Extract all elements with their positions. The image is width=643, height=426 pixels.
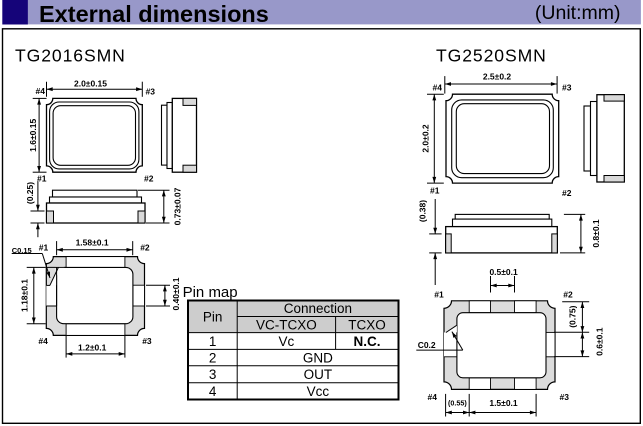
- svg-text:0.8±0.1: 0.8±0.1: [591, 219, 601, 248]
- svg-text:Connection: Connection: [284, 301, 352, 316]
- svg-text:#2: #2: [562, 188, 572, 198]
- svg-text:Vcc: Vcc: [307, 384, 330, 399]
- svg-text:(0.75): (0.75): [567, 305, 577, 327]
- svg-text:External dimensions: External dimensions: [39, 1, 269, 27]
- svg-text:#3: #3: [146, 87, 156, 97]
- svg-text:TG2520SMN: TG2520SMN: [436, 46, 547, 66]
- svg-text:0.73±0.07: 0.73±0.07: [172, 187, 182, 225]
- svg-text:Vc: Vc: [279, 334, 295, 349]
- svg-text:1.6±0.15: 1.6±0.15: [28, 119, 38, 152]
- svg-text:#4: #4: [428, 392, 438, 402]
- svg-text:#4: #4: [433, 83, 443, 93]
- svg-text:#2: #2: [563, 290, 573, 300]
- svg-text:#2: #2: [144, 174, 154, 184]
- svg-text:2.0±0.2: 2.0±0.2: [421, 124, 431, 153]
- svg-text:4: 4: [209, 384, 217, 399]
- svg-text:2: 2: [209, 350, 217, 365]
- svg-text:#2: #2: [140, 243, 150, 253]
- svg-text:0.5±0.1: 0.5±0.1: [489, 267, 518, 277]
- svg-text:C0.15: C0.15: [12, 246, 32, 255]
- svg-text:#1: #1: [430, 186, 440, 196]
- svg-text:#3: #3: [142, 336, 152, 346]
- svg-text:VC-TCXO: VC-TCXO: [256, 317, 317, 332]
- svg-text:TCXO: TCXO: [348, 317, 386, 332]
- svg-text:1.58±0.1: 1.58±0.1: [76, 238, 109, 248]
- svg-text:2.0±0.15: 2.0±0.15: [74, 79, 107, 89]
- svg-text:1.18±0.1: 1.18±0.1: [20, 279, 30, 312]
- svg-text:#4: #4: [38, 336, 48, 346]
- svg-text:GND: GND: [303, 350, 333, 365]
- svg-text:1.2±0.1: 1.2±0.1: [78, 343, 107, 353]
- svg-text:#1: #1: [434, 290, 444, 300]
- svg-text:(0.25): (0.25): [25, 182, 35, 204]
- svg-text:#3: #3: [560, 392, 570, 402]
- svg-text:C0.2: C0.2: [418, 340, 436, 350]
- svg-text:3: 3: [209, 367, 217, 382]
- svg-text:N.C.: N.C.: [354, 334, 381, 349]
- svg-text:1.5±0.1: 1.5±0.1: [489, 398, 518, 408]
- svg-text:0.6±0.1: 0.6±0.1: [594, 327, 604, 356]
- svg-text:2.5±0.2: 2.5±0.2: [483, 71, 512, 81]
- svg-text:#3: #3: [562, 83, 572, 93]
- svg-text:1: 1: [209, 334, 217, 349]
- svg-text:#1: #1: [39, 243, 49, 253]
- svg-text:(0.55): (0.55): [448, 398, 467, 407]
- svg-text:TG2016SMN: TG2016SMN: [15, 46, 126, 66]
- svg-text:Pin: Pin: [203, 309, 223, 324]
- svg-text:(Unit:mm): (Unit:mm): [535, 2, 621, 24]
- svg-text:0.40±0.1: 0.40±0.1: [171, 277, 181, 310]
- svg-text:#1: #1: [37, 174, 47, 184]
- svg-text:#4: #4: [36, 86, 46, 96]
- svg-text:Pin map: Pin map: [183, 284, 238, 301]
- svg-text:OUT: OUT: [304, 367, 333, 382]
- svg-text:(0.38): (0.38): [418, 200, 428, 222]
